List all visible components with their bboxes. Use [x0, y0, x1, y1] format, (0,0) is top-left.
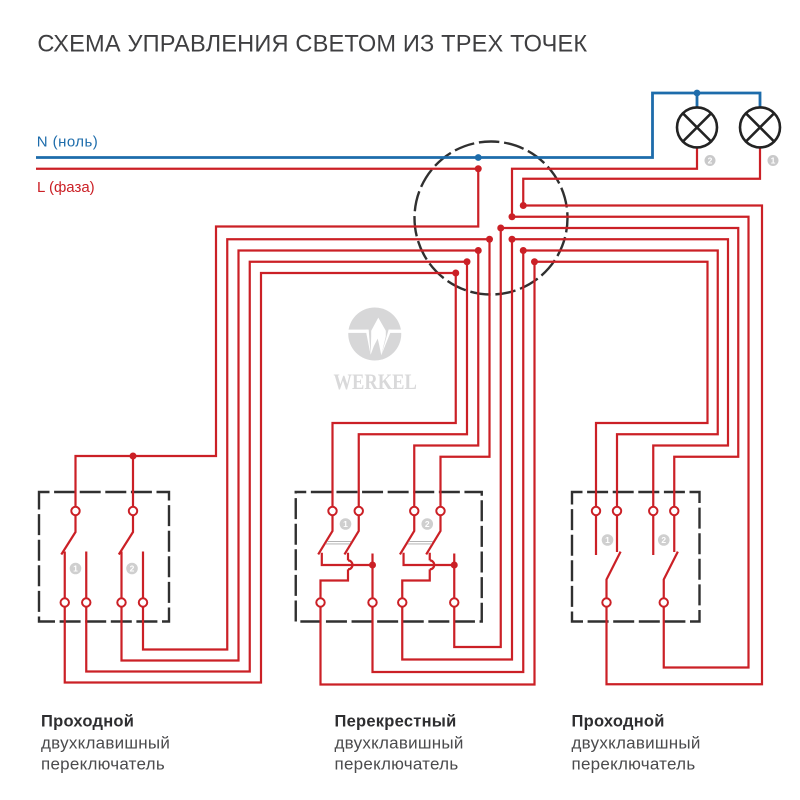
svg-text:Проходной: Проходной [41, 713, 134, 731]
svg-text:двухклавишный: двухклавишный [335, 733, 464, 752]
svg-text:двухклавишный: двухклавишный [41, 733, 170, 752]
svg-text:2: 2 [425, 519, 430, 529]
svg-text:переключатель: переключатель [335, 755, 459, 774]
svg-text:двухклавишный: двухклавишный [572, 733, 701, 752]
svg-text:1: 1 [771, 156, 776, 166]
svg-text:переключатель: переключатель [572, 755, 696, 774]
svg-text:Перекрестный: Перекрестный [335, 713, 457, 731]
svg-text:N (ноль): N (ноль) [37, 134, 98, 151]
svg-text:Проходной: Проходной [572, 713, 665, 731]
svg-text:2: 2 [661, 535, 666, 545]
svg-text:L (фаза): L (фаза) [37, 179, 95, 196]
svg-text:1: 1 [605, 535, 610, 545]
svg-text:WERKEL: WERKEL [334, 371, 417, 395]
svg-text:1: 1 [73, 564, 78, 574]
svg-text:СХЕМА УПРАВЛЕНИЯ СВЕТОМ ИЗ ТРЕ: СХЕМА УПРАВЛЕНИЯ СВЕТОМ ИЗ ТРЕХ ТОЧЕК [37, 32, 587, 58]
svg-text:2: 2 [130, 564, 135, 574]
svg-text:1: 1 [343, 519, 348, 529]
svg-text:переключатель: переключатель [41, 755, 165, 774]
svg-text:2: 2 [708, 156, 713, 166]
